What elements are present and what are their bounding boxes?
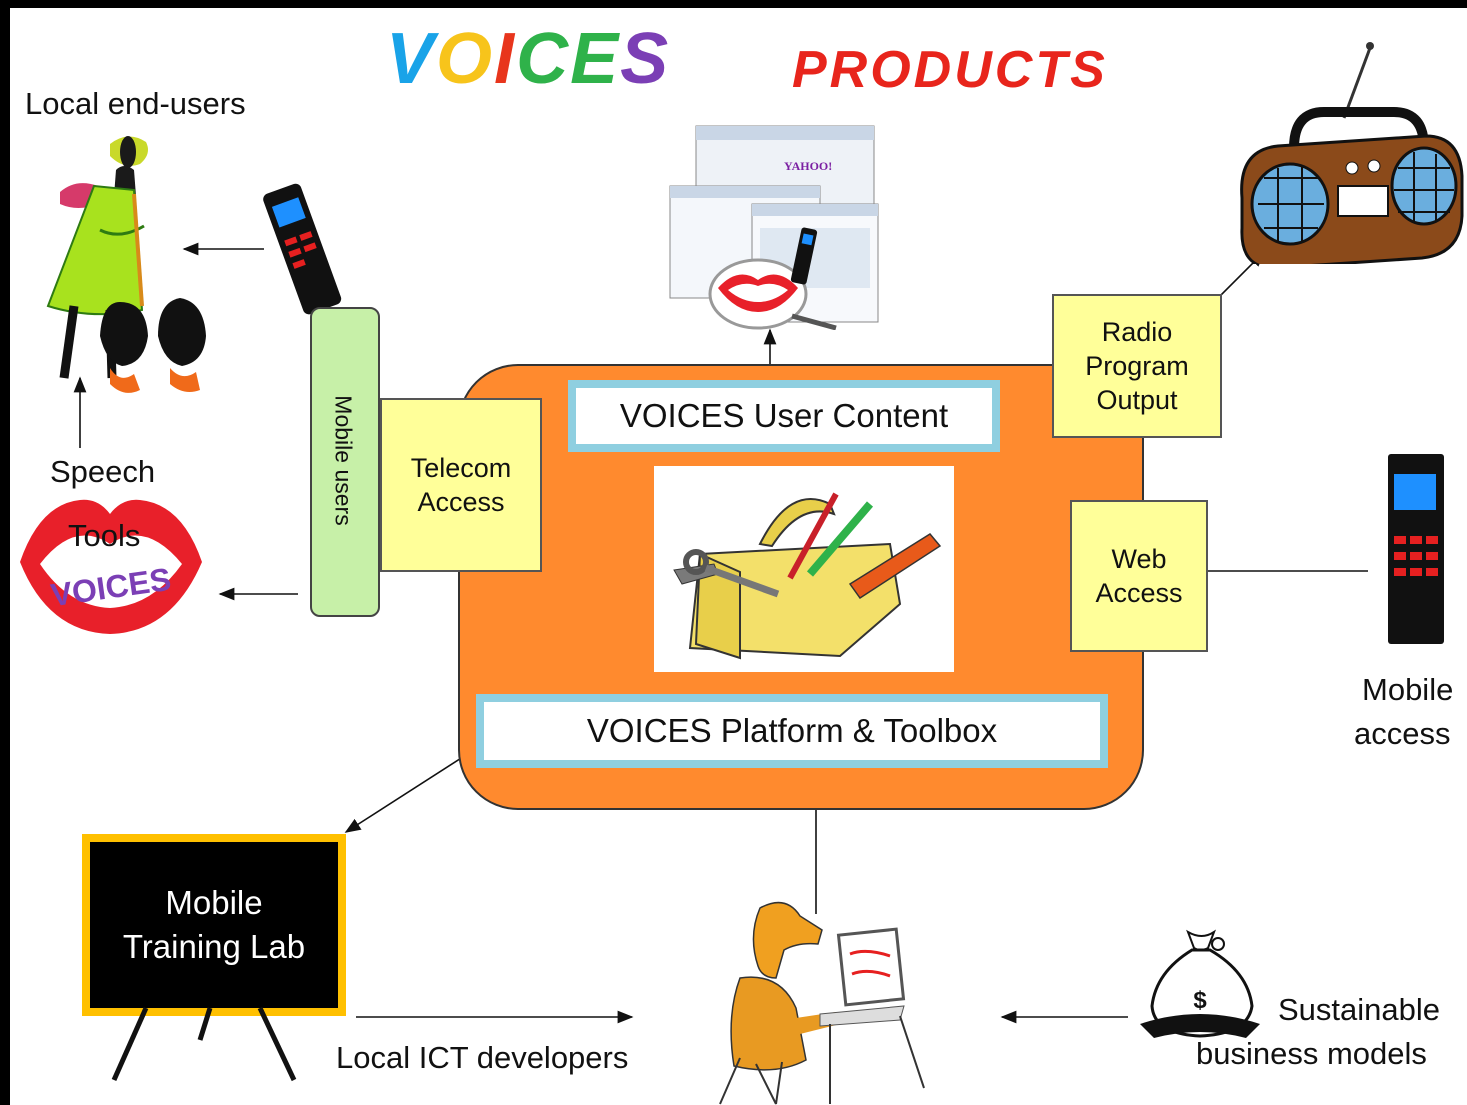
developer-at-computer-icon (719, 901, 925, 1105)
title-letter-s: S (620, 19, 671, 99)
money-symbol: $ (1193, 987, 1207, 1014)
label-mobile-access-2: access (1354, 716, 1451, 751)
label-mobile-access-1: Mobile (1362, 672, 1454, 707)
label-mobile-users: Mobile users (330, 394, 357, 526)
radio-icon (1240, 42, 1464, 264)
mobile-users-text-wrap: Mobile users (310, 307, 376, 613)
platform-toolbox-box: VOICES Platform & Toolbox (476, 694, 1108, 768)
money-bag-icon: $ (1140, 929, 1260, 1038)
web-line-1: Web (1111, 544, 1167, 574)
title-letter-i: I (494, 19, 517, 99)
user-content-box: VOICES User Content (568, 380, 1000, 452)
radio-program-output-box: Radio Program Output (1052, 294, 1222, 438)
telecom-line-1: Telecom (410, 453, 512, 483)
label-sustainable: Sustainable (1278, 992, 1441, 1027)
telecom-access-box: Telecom Access (380, 398, 542, 572)
mobile-access-phone-icon (1388, 454, 1444, 644)
radio-line-1: Radio (1101, 317, 1173, 347)
browser-screens-icon: YAHOO! (669, 125, 879, 330)
diagram-title: VOICES (386, 18, 670, 100)
label-tools: Tools (68, 518, 141, 553)
radio-line-2: Program (1085, 351, 1189, 381)
training-lab-line-2: Training Lab (122, 928, 306, 965)
telecom-line-2: Access (417, 487, 505, 517)
mobile-phone-icon (263, 183, 342, 315)
radio-line-3: Output (1096, 385, 1178, 415)
woman-cooking-icon (46, 136, 206, 393)
mobile-users-bar (310, 307, 380, 617)
label-local-ict-developers: Local ICT developers (336, 1040, 629, 1075)
diagram-canvas: VOICES PRODUCTS Local end-users (10, 8, 1467, 1105)
title-products: PRODUCTS (792, 41, 1108, 99)
web-access-box: Web Access (1070, 500, 1208, 652)
web-line-2: Access (1095, 578, 1183, 608)
lips-logo-icon: VOICES (20, 499, 202, 634)
title-letter-v: V (386, 19, 437, 99)
training-lab-blackboard: Mobile Training Lab (82, 834, 346, 1016)
title-letter-e: E (570, 19, 621, 99)
label-speech: Speech (50, 454, 156, 489)
title-letter-c: C (516, 19, 571, 99)
arrow-platform-to-training-lab (344, 745, 481, 833)
browser-logo-text: YAHOO! (784, 159, 832, 173)
label-user-content: VOICES User Content (619, 397, 949, 434)
easel-legs-icon (111, 1006, 297, 1082)
toolbox-icon (673, 492, 942, 660)
label-platform-toolbox: VOICES Platform & Toolbox (586, 712, 998, 749)
title-letter-o: O (436, 19, 495, 99)
training-lab-line-1: Mobile (165, 884, 263, 921)
label-business-models: business models (1196, 1036, 1427, 1071)
label-local-end-users: Local end-users (25, 86, 246, 121)
